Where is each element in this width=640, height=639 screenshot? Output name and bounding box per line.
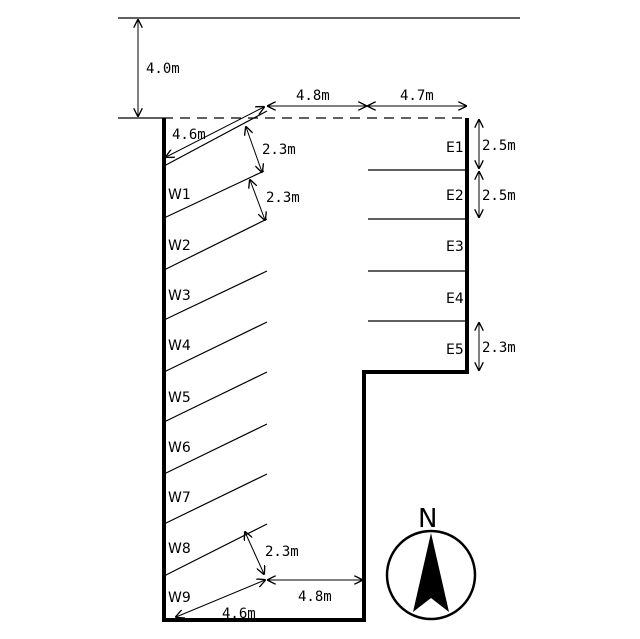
- slot-label-w5: W5: [168, 390, 191, 406]
- west-divider: [163, 371, 268, 423]
- slot-label-w4: W4: [168, 338, 191, 354]
- slot-label-w6: W6: [168, 440, 191, 456]
- dimension-label-e-width-5: 2.3m: [482, 340, 516, 356]
- slot-label-e5: E5: [446, 342, 464, 358]
- dimension-arrow-slot-length-top: [166, 107, 264, 157]
- west-divider: [163, 321, 268, 373]
- north-label: N: [418, 504, 437, 534]
- slot-label-w8: W8: [168, 541, 191, 557]
- slot-label-e1: E1: [446, 140, 464, 156]
- dimension-label-slot-length-top: 4.6m: [172, 127, 206, 143]
- dimension-label-e-width-1: 2.5m: [482, 138, 516, 154]
- dimension-label-w-width-bottom: 2.3m: [265, 544, 299, 560]
- west-divider: [163, 473, 268, 525]
- slot-label-w9: W9: [168, 590, 191, 606]
- slot-label-w7: W7: [168, 490, 191, 506]
- north-arrow-icon: N: [385, 504, 477, 621]
- compass-pointer: [413, 533, 449, 612]
- dimension-label-setback: 4.0m: [146, 61, 180, 77]
- slot-label-e3: E3: [446, 239, 464, 255]
- east-slot-labels: E1 E2 E3 E4 E5: [446, 140, 464, 358]
- west-divider: [163, 170, 265, 219]
- lot-outline: [162, 118, 469, 622]
- west-divider: [163, 423, 268, 475]
- east-slot-dividers: [368, 169, 467, 322]
- dimension-arrow-w-width-2: [250, 180, 265, 220]
- dimension-label-bottom-aisle: 4.8m: [298, 589, 332, 605]
- slot-label-w3: W3: [168, 288, 191, 304]
- dimension-label-top-aisle: 4.8m: [296, 88, 330, 104]
- slot-label-w2: W2: [168, 238, 191, 254]
- slot-label-w1: W1: [168, 187, 191, 203]
- dimension-label-e-width-2: 2.5m: [482, 188, 516, 204]
- west-divider: [163, 270, 268, 321]
- dimension-label-top-right: 4.7m: [400, 88, 434, 104]
- slot-label-e4: E4: [446, 291, 464, 307]
- slot-label-e2: E2: [446, 188, 464, 204]
- dimension-label-w-width-2: 2.3m: [266, 190, 300, 206]
- dimension-label-slot-length-bottom: 4.6m: [222, 606, 256, 622]
- dimension-arrow-w-width-bottom: [245, 532, 264, 574]
- dimension-arrow-w-width-1: [246, 127, 262, 172]
- dimension-label-w-width-1: 2.3m: [262, 142, 296, 158]
- compass-ring: [385, 529, 477, 621]
- west-slot-labels: W1 W2 W3 W4 W5 W6 W7 W8 W9: [168, 187, 191, 606]
- dimension-arrow-slot-length-bottom: [176, 580, 265, 617]
- west-divider: [163, 218, 268, 271]
